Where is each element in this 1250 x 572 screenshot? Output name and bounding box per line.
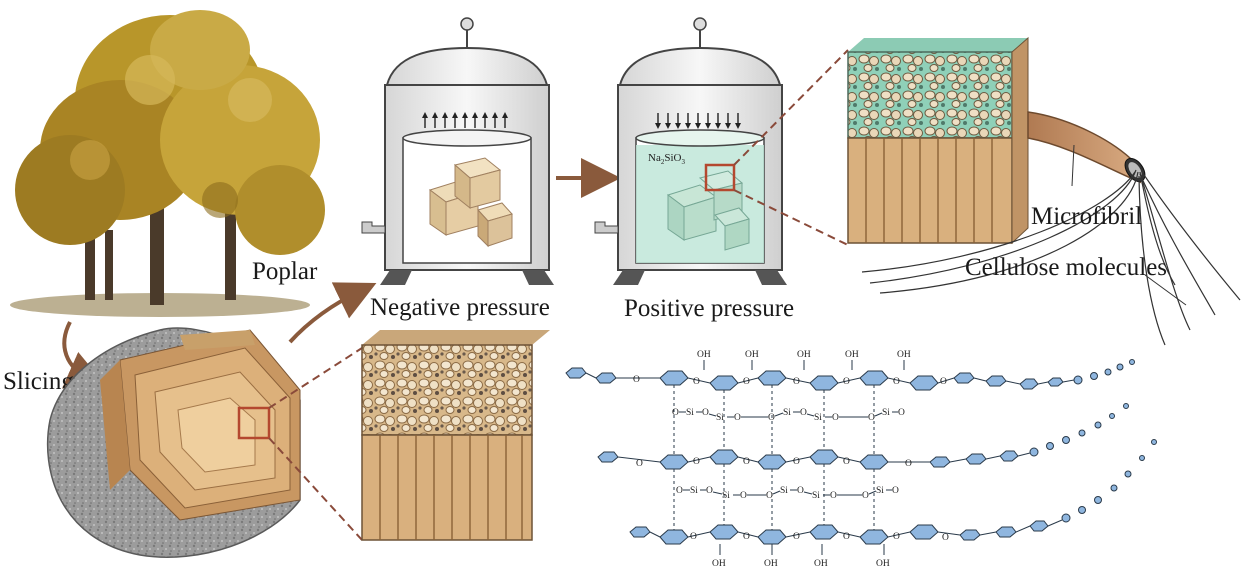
o-label: O — [898, 408, 905, 418]
zoom-line-top — [268, 347, 363, 409]
o-label: O — [942, 533, 949, 543]
si-label: Si — [814, 413, 822, 423]
si-label: Si — [812, 491, 820, 501]
tank-sample-highlight-box — [704, 163, 736, 192]
o-label: O — [862, 491, 869, 501]
o-label: O — [636, 459, 643, 469]
o-label: O — [843, 532, 850, 542]
oh-label: OH — [845, 350, 859, 360]
to-negative-pressure-arrow — [288, 282, 377, 344]
o-label: O — [693, 457, 700, 467]
o-label: O — [843, 377, 850, 387]
o-label: O — [702, 408, 709, 418]
o-label: O — [768, 413, 775, 423]
o-label: O — [893, 377, 900, 387]
microfibril-label: Microfibril — [1031, 203, 1142, 230]
o-label: O — [893, 532, 900, 542]
o-label: O — [633, 375, 640, 385]
o-label: O — [690, 532, 697, 542]
negative-pressure-label: Negative pressure — [370, 294, 550, 321]
microfibril-illustration — [861, 111, 1241, 346]
o-label: O — [740, 491, 747, 501]
o-label: O — [743, 532, 750, 542]
o-label: O — [832, 413, 839, 423]
zoom-line-bottom — [268, 437, 363, 541]
o-label: O — [868, 413, 875, 423]
oh-label: OH — [897, 350, 911, 360]
sliced-log-illustration — [46, 327, 301, 558]
impregnated-wood-cell-block — [847, 36, 1029, 245]
si-label: Si — [686, 408, 694, 418]
o-label: O — [830, 491, 837, 501]
cellulose-molecules-label: Cellulose molecules — [965, 254, 1167, 281]
si-label: Si — [780, 486, 788, 496]
o-label: O — [793, 377, 800, 387]
o-label: O — [793, 532, 800, 542]
o-label: O — [743, 377, 750, 387]
o-label: O — [940, 377, 947, 387]
o-label: O — [693, 377, 700, 387]
o-label: O — [672, 408, 679, 418]
o-label: O — [706, 486, 713, 496]
oh-label: OH — [712, 559, 726, 569]
si-label: Si — [882, 408, 890, 418]
oh-label: OH — [797, 350, 811, 360]
si-label: Si — [722, 491, 730, 501]
o-label: O — [892, 486, 899, 496]
o-label: O — [766, 491, 773, 501]
o-label: O — [743, 457, 750, 467]
o-label: O — [793, 457, 800, 467]
si-label: Si — [716, 413, 724, 423]
log-sample-highlight-box — [237, 406, 271, 440]
zoom-line-tank-top — [733, 49, 849, 166]
positive-pressure-label: Positive pressure — [624, 295, 794, 322]
poplar-label: Poplar — [252, 258, 318, 285]
microfibril-pointer — [1071, 144, 1075, 187]
positive-pressure-tank — [594, 17, 787, 285]
oh-label: OH — [814, 559, 828, 569]
o-label: O — [905, 459, 912, 469]
cellulose-pointer — [1144, 274, 1187, 306]
zoom-line-tank-bottom — [733, 189, 849, 246]
oh-label: OH — [764, 559, 778, 569]
si-label: Si — [690, 486, 698, 496]
native-wood-cell-block — [361, 330, 550, 541]
o-label: O — [843, 457, 850, 467]
oh-label: OH — [876, 559, 890, 569]
si-label: Si — [876, 486, 884, 496]
poplar-tree-illustration — [10, 10, 325, 317]
silica-bridge-row-b: O Si O Si O O Si O Si O O Si O — [676, 486, 899, 501]
o-label: O — [797, 486, 804, 496]
o-label: O — [676, 486, 683, 496]
o-label: O — [734, 413, 741, 423]
cellulose-silica-network: OH OH OH OH OH OH OH OH OH O O O O O O O… — [565, 350, 1157, 569]
sodium-silicate-label: Na2SiO3 — [648, 152, 685, 166]
silica-bridge-row-a: O Si O Si O O Si O Si O O Si O — [672, 408, 905, 423]
o-label: O — [800, 408, 807, 418]
oh-label: OH — [697, 350, 711, 360]
oh-label: OH — [745, 350, 759, 360]
si-label: Si — [783, 408, 791, 418]
negative-pressure-tank — [361, 17, 554, 285]
